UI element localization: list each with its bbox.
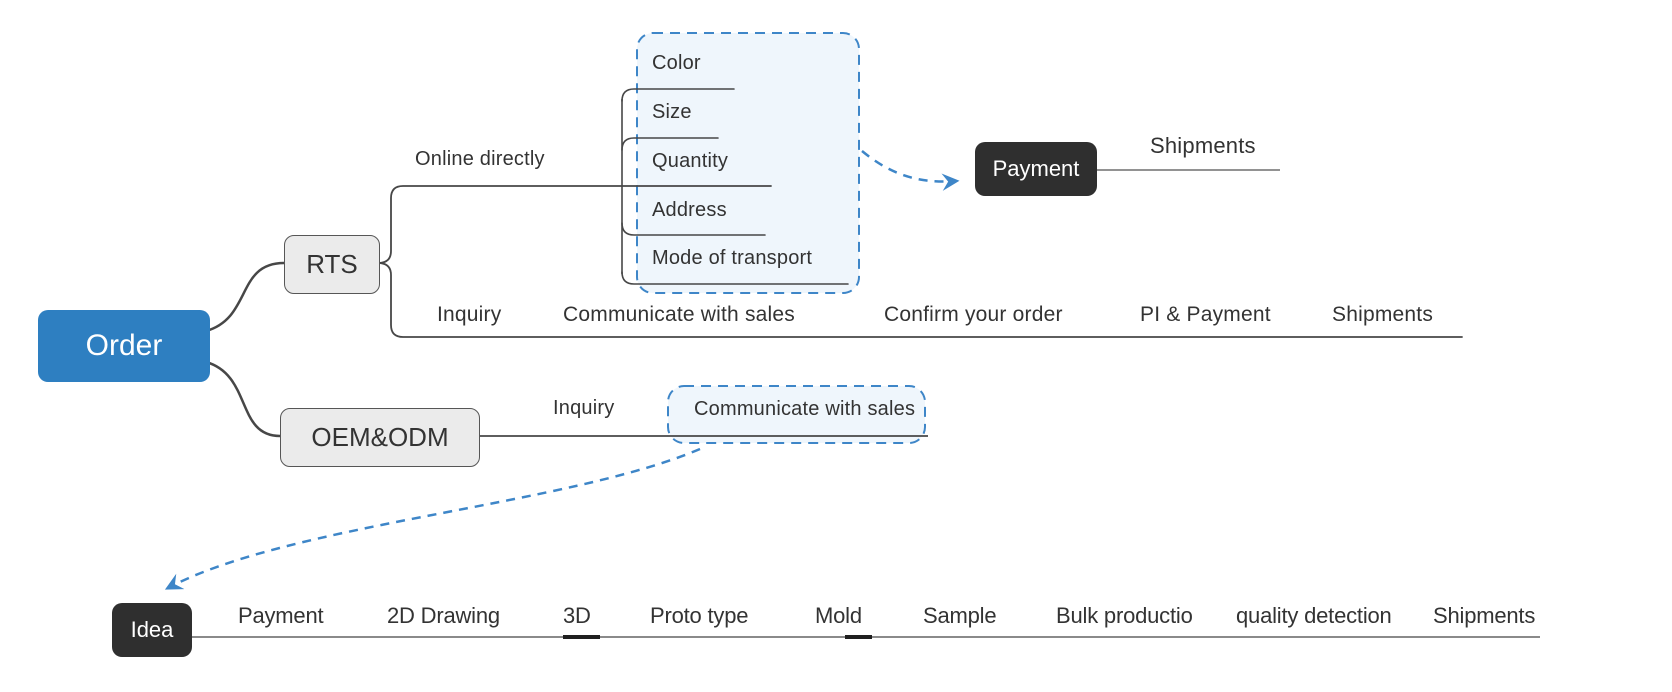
rts-step-pi-and-payment[interactable]: PI & Payment — [1140, 303, 1271, 326]
connector-option-mode — [621, 271, 849, 285]
rts-step-shipments[interactable]: Shipments — [1332, 303, 1434, 326]
connector-rts-online-directly — [377, 185, 772, 264]
rts-step-inquiry[interactable]: Inquiry — [437, 303, 502, 326]
idea-step-3d[interactable]: 3D — [563, 603, 591, 628]
option-color-label[interactable]: Color — [652, 52, 701, 74]
option-mode-of-transport-label[interactable]: Mode of transport — [652, 247, 813, 269]
rts-step-communicate-with-sales[interactable]: Communicate with sales — [563, 303, 795, 326]
rts-node[interactable]: RTS — [284, 235, 380, 294]
connector-option-size — [621, 137, 719, 151]
idea-step-proto-type[interactable]: Proto type — [650, 603, 749, 628]
oem-odm-node[interactable]: OEM&ODM — [280, 408, 480, 467]
oem-inquiry-label[interactable]: Inquiry — [553, 397, 615, 419]
idea-step-bulk-productio[interactable]: Bulk productio — [1056, 603, 1193, 628]
idea-step-mold[interactable]: Mold — [815, 603, 862, 628]
oem-communicate-label[interactable]: Communicate with sales — [694, 398, 916, 420]
rts-options-group-box[interactable] — [636, 32, 860, 294]
option-quantity-label[interactable]: Quantity — [652, 150, 729, 172]
rts-step-confirm-your-order[interactable]: Confirm your order — [884, 303, 1063, 326]
arrow-options-to-payment — [861, 150, 960, 191]
order-node[interactable]: Order — [38, 310, 210, 382]
connector-rts-steps-line — [377, 262, 1463, 338]
arrow-communicate-to-idea — [164, 447, 701, 590]
idea-step-shipments[interactable]: Shipments — [1433, 603, 1536, 628]
idea-node[interactable]: Idea — [112, 603, 192, 657]
oem-communicate-group-box[interactable] — [667, 385, 926, 444]
idea-step-quality-detection[interactable]: quality detection — [1236, 603, 1392, 628]
online-directly-label[interactable]: Online directly — [415, 148, 545, 170]
connector-option-address — [621, 222, 766, 236]
payment-node[interactable]: Payment — [975, 142, 1097, 196]
option-size-label[interactable]: Size — [652, 101, 692, 123]
idea-step-payment[interactable]: Payment — [238, 603, 324, 628]
connector-option-color — [621, 88, 735, 102]
idea-step-sample[interactable]: Sample — [923, 603, 997, 628]
connector-order-rts — [204, 261, 286, 333]
payment-shipments-label[interactable]: Shipments — [1150, 133, 1256, 158]
option-address-label[interactable]: Address — [652, 199, 727, 221]
idea-step-2d-drawing[interactable]: 2D Drawing — [387, 603, 500, 628]
connector-order-oem — [204, 360, 282, 438]
